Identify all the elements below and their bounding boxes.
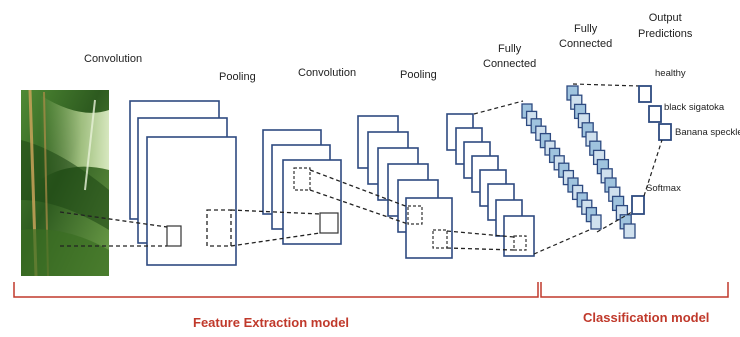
fully-connected-layer-1 (521, 103, 602, 230)
conv1-feature-maps (129, 100, 237, 266)
conv2-feature-maps (357, 115, 453, 259)
output-node-black-sigatoka (648, 105, 662, 123)
softmax-node (631, 195, 645, 215)
label-softmax: Softmax (646, 183, 681, 194)
label-fully-connected-2: Fully Connected (559, 23, 613, 50)
pool2-kernel (513, 235, 527, 251)
conv1-kernel (166, 225, 182, 247)
conv2-window (407, 205, 423, 225)
label-class-banana-speckle: Banana speckle (675, 127, 740, 138)
label-output-predictions: Output Predictions (638, 12, 693, 40)
conv2-kernel (432, 229, 448, 249)
label-convolution-2: Convolution (298, 67, 357, 79)
label-fully-connected-1: Fully Connected (483, 43, 537, 70)
output-nodes (638, 85, 672, 141)
softmax-lines (596, 139, 663, 233)
fully-connected-layer-2 (566, 85, 636, 239)
label-convolution-1: Convolution (84, 53, 143, 65)
output-node-banana-speckle (658, 123, 672, 141)
label-class-healthy: healthy (655, 68, 686, 79)
pool1-kernel (319, 212, 339, 234)
label-pooling-2: Pooling (400, 69, 437, 81)
pool1-window (293, 167, 311, 191)
label-class-black-sigatoka: black sigatoka (664, 102, 725, 113)
fc2-unit (623, 223, 636, 239)
fc-connection-lines (473, 83, 640, 255)
label-feature-extraction-model: Feature Extraction model (193, 315, 350, 330)
receptive-field-lines (59, 169, 515, 251)
output-node-healthy (638, 85, 652, 103)
feature-extraction-bracket (13, 282, 539, 298)
fc1-unit (590, 214, 602, 230)
pool1-feature-maps (262, 129, 342, 245)
label-pooling-1: Pooling (219, 71, 256, 83)
label-classification-model: Classification model (583, 310, 710, 325)
input-leaf-image (21, 89, 109, 277)
classification-bracket (540, 282, 729, 298)
